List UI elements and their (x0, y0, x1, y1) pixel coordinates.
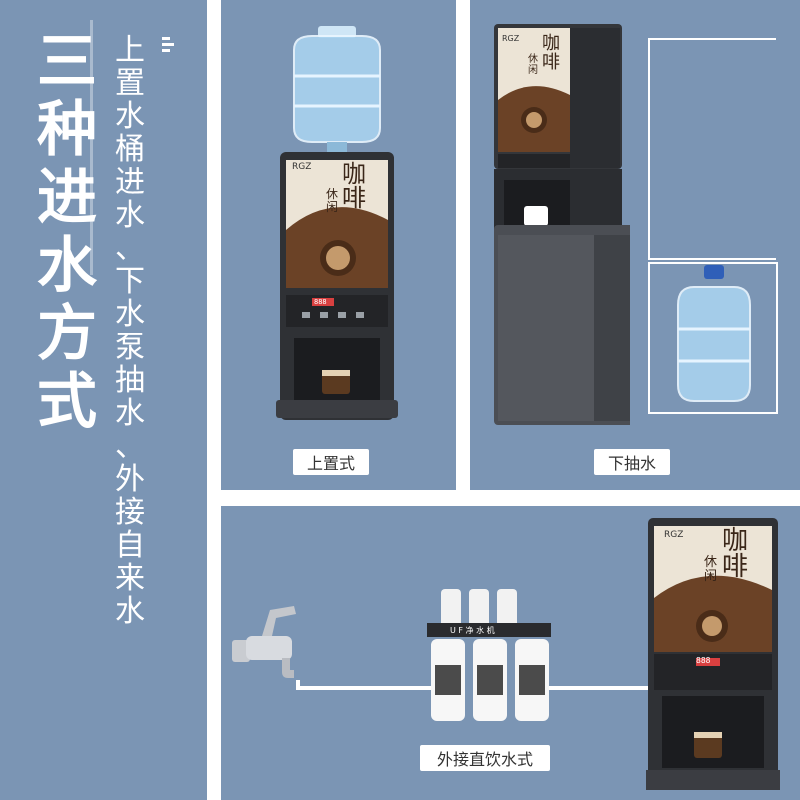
decorative-bar (90, 20, 93, 275)
top-machine-subtitle: 休闲 (326, 187, 339, 214)
subtext-char: 水 (115, 297, 145, 332)
external-mode-label: 外接直饮水式 (420, 745, 550, 771)
water-pipe (536, 686, 648, 690)
external-machine-title: 咖啡 (722, 526, 749, 582)
headline-char: 三 (37, 27, 97, 97)
filter-label: U F 净 水 机 (450, 626, 495, 635)
subtext-char: 上 (115, 33, 145, 68)
bucket-icon (677, 265, 751, 402)
floor-machine-subtitle: 休闲 (528, 54, 538, 76)
top-mode-label: 上置式 (293, 449, 369, 475)
bottom-mode-label: 下抽水 (594, 449, 670, 475)
cup-icon (694, 732, 722, 758)
cabinet-outline-top (648, 38, 776, 260)
uf-filter (425, 585, 555, 725)
menu-icon (162, 37, 176, 53)
water-pipe (296, 680, 300, 688)
floor-machine (490, 20, 630, 425)
headline-char: 方 (37, 299, 97, 369)
divider-horizontal (207, 490, 800, 506)
subtext-char: 水 (115, 198, 145, 233)
subtext-char: 水 (115, 594, 145, 629)
subtext-char: 泵 (115, 330, 145, 365)
external-machine (646, 518, 780, 790)
bucket-in-cabinet (668, 265, 760, 405)
tap (232, 600, 322, 680)
top-machine-brand: RGZ (292, 162, 312, 172)
headline-char: 种 (37, 95, 97, 165)
floor-machine-title: 咖啡 (542, 33, 560, 73)
subtext-char: 桶 (115, 132, 145, 167)
top-machine-display: 888 (314, 298, 327, 306)
external-machine-display: 888 (696, 656, 711, 665)
subtext-char: 抽 (115, 363, 145, 398)
external-machine-brand: RGZ (664, 530, 684, 540)
subtext-char: 下 (115, 264, 145, 299)
subtext-char: 水 (115, 99, 145, 134)
tap-icon (232, 606, 296, 678)
headline-char: 水 (37, 231, 97, 301)
divider-bottom-left (207, 490, 221, 800)
bucket-icon (293, 26, 381, 152)
subtext-char: 置 (115, 66, 145, 101)
filter-icon (427, 589, 551, 721)
divider-left (207, 0, 221, 492)
headline: 三 种 进 水 方 式 (32, 28, 102, 436)
external-machine-subtitle: 休闲 (704, 555, 718, 584)
headline-char: 进 (37, 163, 97, 233)
cup-icon (322, 370, 350, 394)
subtext-char: 外 (115, 462, 145, 497)
subtext-char: 来 (115, 561, 145, 596)
subtext-char: 自 (115, 528, 145, 563)
subtext-char: 接 (115, 495, 145, 530)
floor-machine-brand: RGZ (502, 34, 520, 43)
top-machine-title: 咖啡 (342, 160, 366, 212)
divider-middle (456, 0, 470, 492)
subtext-char: 、 (115, 231, 145, 266)
headline-char: 式 (37, 367, 97, 437)
subtext: 上 置 水 桶 进 水 、 下 水 泵 抽 水 、 外 接 自 来 水 (112, 34, 148, 628)
top-bucket-machine (272, 20, 402, 420)
water-pipe (296, 686, 440, 690)
subtext-char: 水 (115, 396, 145, 431)
cabinet-outline-bottom (648, 262, 778, 414)
subtext-char: 进 (115, 165, 145, 200)
subtext-char: 、 (115, 429, 145, 464)
